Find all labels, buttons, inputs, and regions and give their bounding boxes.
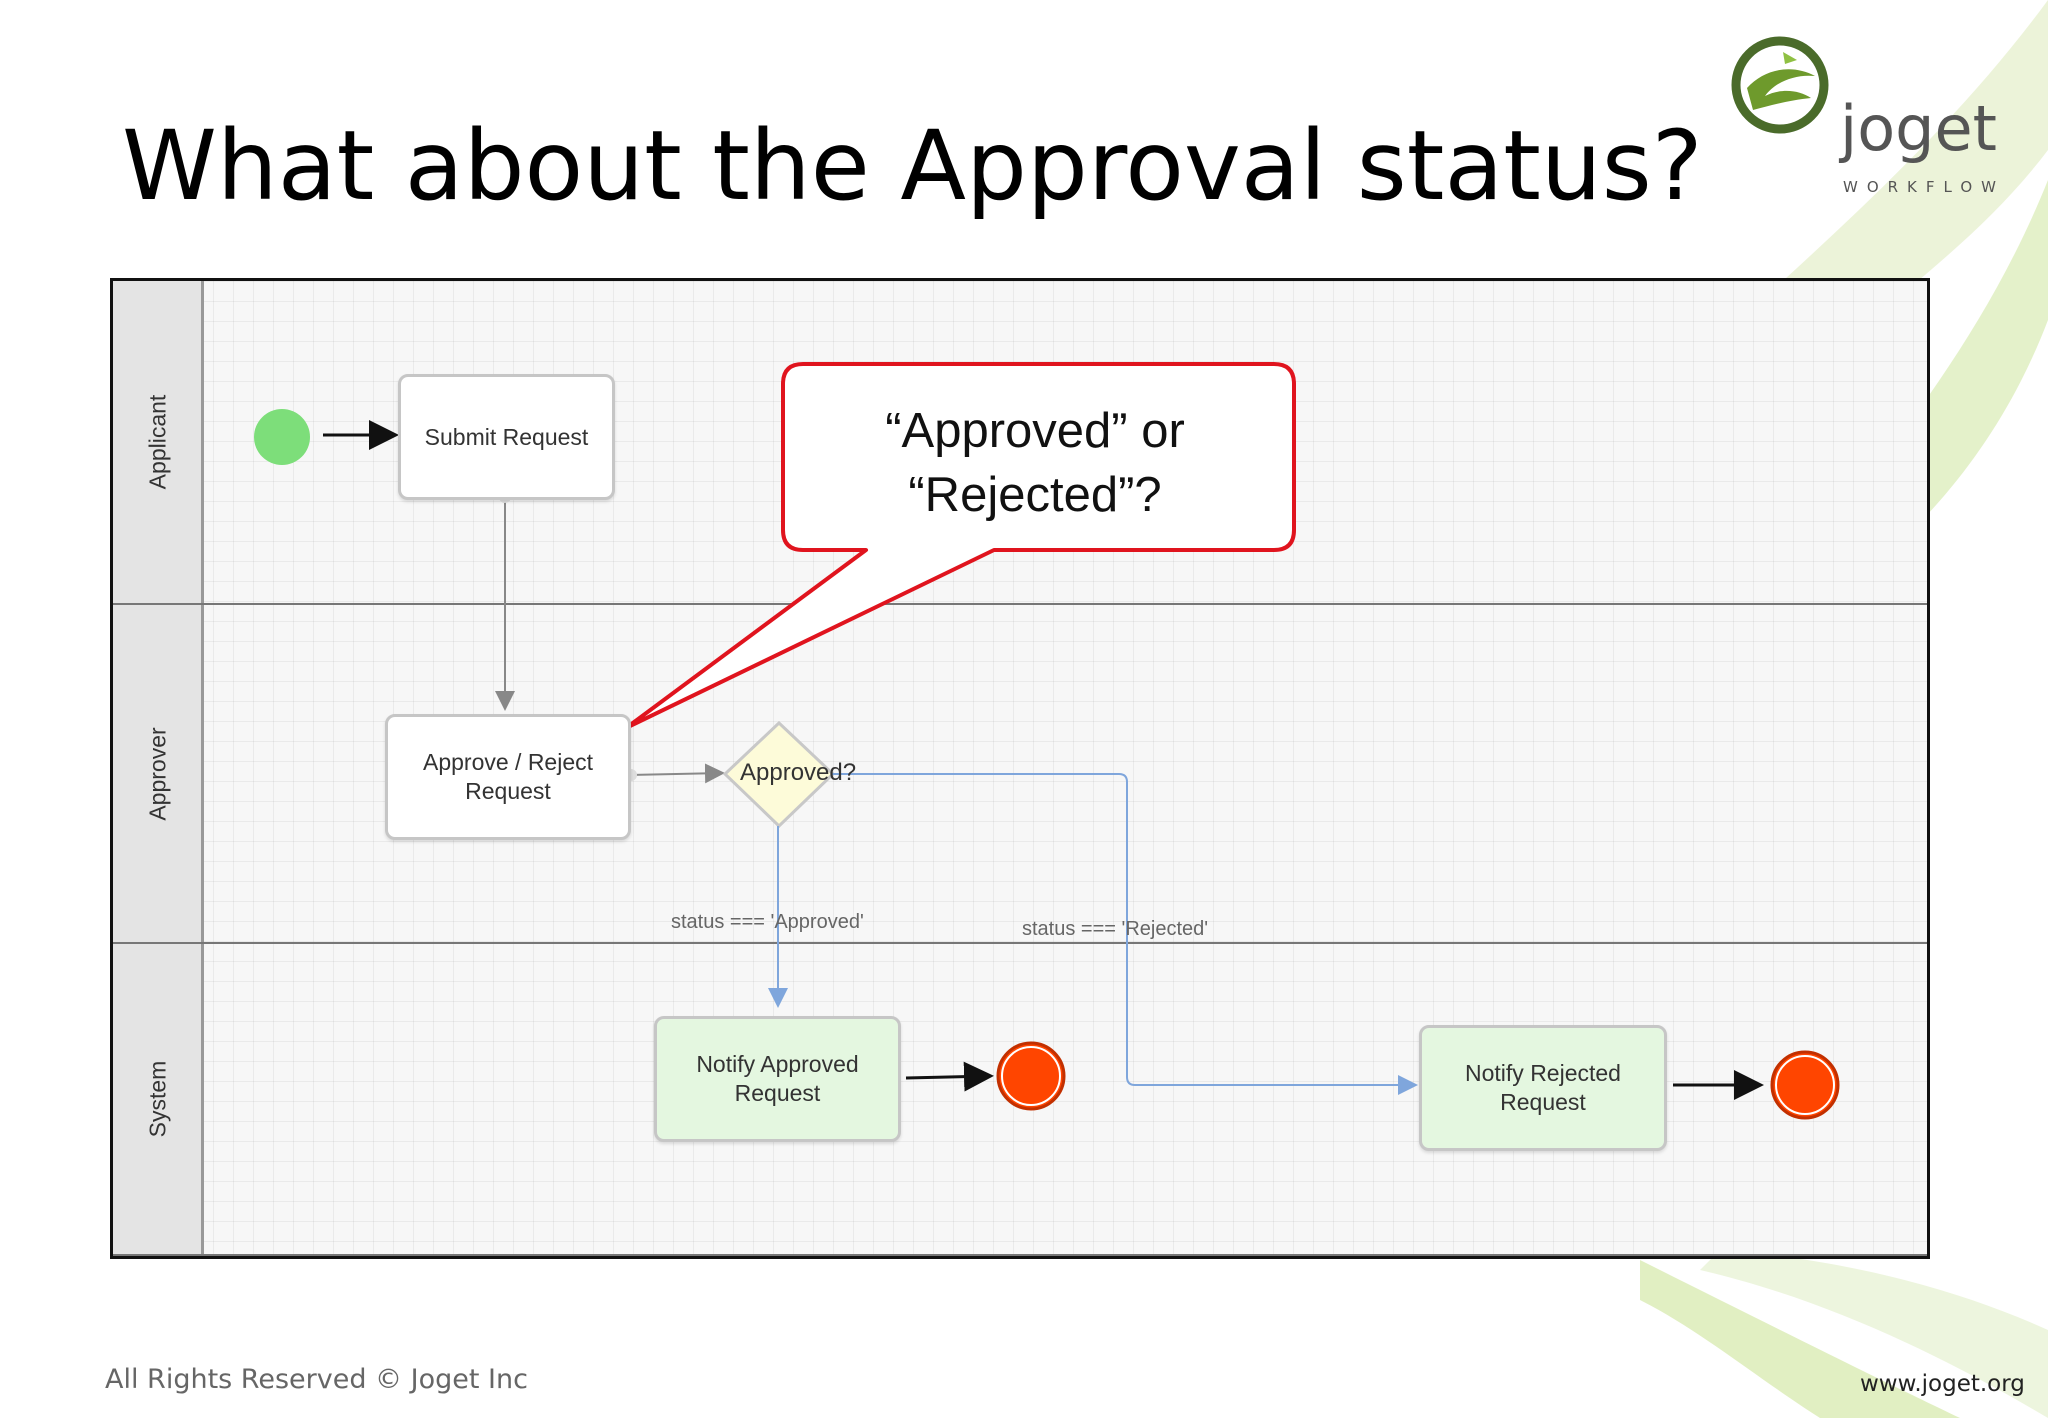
task-notify-approved-request[interactable]: Notify Approved Request: [654, 1016, 901, 1142]
logo-wordmark: joget: [1840, 92, 1997, 165]
flow-notify-approved-end: [905, 1061, 994, 1092]
lane-approver: Approver: [113, 605, 1927, 944]
flow-rejected: [831, 773, 1418, 1095]
callout-bubble: [624, 362, 1296, 730]
condition-label-rejected: status === 'Rejected': [1022, 918, 1209, 940]
lane-header: System: [113, 944, 204, 1254]
flow-approve-gateway: [630, 763, 725, 784]
joget-logo-icon: [1731, 36, 1829, 134]
logo-subtitle: WORKFLOW: [1843, 178, 2005, 196]
task-label: Submit Request: [424, 423, 589, 450]
workflow-diagram: Applicant Approver System: [110, 278, 1930, 1259]
task-label: Notify Rejected Request: [1465, 1060, 1621, 1115]
lane-system: System: [113, 944, 1927, 1256]
slide-title: What about the Approval status?: [122, 110, 1703, 222]
gateway-label: Approved?: [740, 759, 857, 786]
task-submit-request[interactable]: Submit Request: [398, 374, 615, 500]
end-event-approved[interactable]: [996, 1041, 1066, 1111]
condition-label-approved: status === 'Approved': [671, 911, 864, 933]
joget-logo: joget WORKFLOW: [1725, 30, 2025, 210]
footer-copyright: All Rights Reserved © Joget Inc: [105, 1364, 528, 1395]
end-event-rejected[interactable]: [1770, 1050, 1840, 1120]
end-event-ring: [1775, 1055, 1835, 1115]
task-label: Approve / Reject Request: [422, 749, 594, 804]
callout-text: “Approved” or “Rejected”?: [885, 404, 1185, 522]
footer-website[interactable]: www.joget.org: [1860, 1371, 2025, 1397]
lane-header: Applicant: [113, 281, 204, 603]
flow-layer: [254, 362, 1840, 1120]
task-approve-reject-request[interactable]: Approve / Reject Request: [385, 714, 631, 840]
lane-header: Approver: [113, 605, 204, 942]
task-label: Notify Approved Request: [696, 1051, 859, 1106]
task-notify-rejected-request[interactable]: Notify Rejected Request: [1419, 1025, 1667, 1151]
start-event[interactable]: [254, 409, 310, 465]
end-event-ring: [1001, 1046, 1061, 1106]
lane-applicant: Applicant: [113, 281, 1927, 605]
